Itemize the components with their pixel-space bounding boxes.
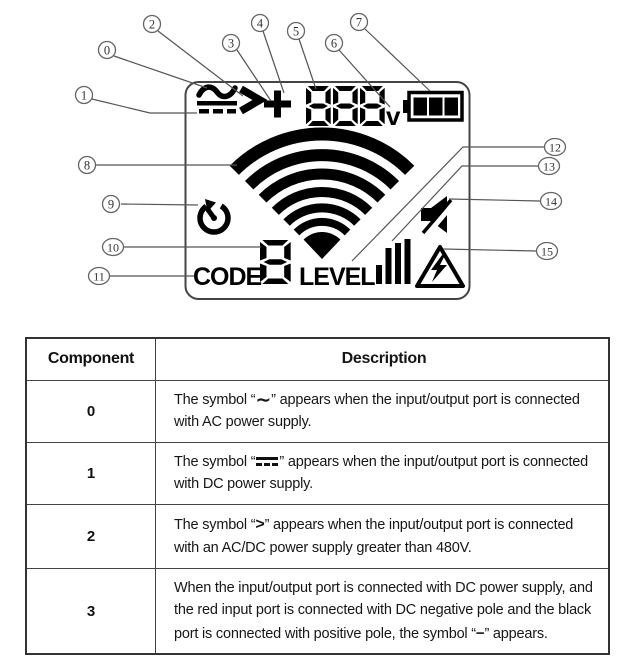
svg-text:8: 8: [84, 159, 90, 173]
callout-12: 12: [543, 137, 567, 157]
table-row-description: When the input/output port is connected …: [155, 567, 608, 654]
callout-4: 4: [250, 13, 270, 33]
minus-symbol: −: [475, 624, 485, 642]
svg-text:2: 2: [149, 18, 155, 32]
callout-8: 8: [77, 155, 97, 175]
svg-text:13: 13: [543, 160, 555, 174]
lcd-diagram-svg: v CODE LEVEL: [74, 12, 567, 300]
svg-text:15: 15: [541, 245, 553, 259]
callout-11: 11: [87, 266, 111, 286]
greater-than-icon: [239, 85, 268, 115]
dc-symbol: [255, 455, 279, 468]
high-voltage-warning-icon: [415, 245, 465, 288]
callout-10: 10: [101, 237, 125, 257]
svg-text:7: 7: [356, 16, 362, 30]
table-row-component: 2: [27, 503, 155, 568]
volt-unit: v: [386, 101, 401, 131]
callout-13: 13: [537, 156, 561, 176]
callout-bubbles: 0 1 2 3 4 5 6 7 8 9 10 11 12 13 14 15: [74, 12, 567, 286]
svg-text:10: 10: [107, 241, 119, 255]
gt-symbol: >: [255, 515, 265, 533]
ac-symbol: ∼: [255, 388, 272, 411]
ac-wave-icon: [196, 84, 238, 100]
svg-text:12: 12: [549, 141, 561, 155]
mute-icon: [421, 196, 456, 238]
dc-line-icon: [197, 101, 237, 114]
callout-9: 9: [101, 194, 121, 214]
callout-5: 5: [286, 21, 306, 41]
lcd-diagram: v CODE LEVEL: [74, 12, 567, 300]
level-label: LEVEL: [299, 263, 375, 291]
callout-1: 1: [74, 85, 94, 105]
svg-text:14: 14: [545, 195, 557, 209]
svg-text:1: 1: [81, 89, 87, 103]
code-label: CODE: [193, 263, 262, 291]
callout-0: 0: [97, 40, 117, 60]
callout-6: 6: [324, 33, 344, 53]
table-row-component: 0: [27, 379, 155, 442]
table-row-component: 3: [27, 567, 155, 653]
callout-2: 2: [142, 14, 162, 34]
auto-power-off-icon: [197, 199, 231, 235]
signal-fan-icon: [229, 127, 415, 259]
battery-icon: [403, 90, 464, 122]
callout-3: 3: [221, 33, 241, 53]
svg-text:5: 5: [293, 25, 299, 39]
svg-text:3: 3: [228, 37, 234, 51]
table-row-description: The symbol “∼” appears when the input/ou…: [155, 379, 608, 442]
callout-14: 14: [539, 191, 563, 211]
table-header-component: Component: [47, 350, 135, 367]
table-row-description: The symbol “>” appears when the input/ou…: [155, 503, 608, 568]
svg-text:9: 9: [108, 198, 114, 212]
table-row-description: The symbol “” appears when the input/out…: [155, 441, 608, 504]
callout-7: 7: [349, 12, 369, 32]
svg-text:11: 11: [93, 270, 105, 284]
plus-icon: [264, 90, 291, 118]
svg-text:4: 4: [257, 17, 264, 31]
svg-text:6: 6: [331, 37, 337, 51]
level-bars-icon: [376, 239, 411, 284]
callout-15: 15: [535, 241, 559, 261]
svg-text:0: 0: [104, 44, 110, 58]
table-row-component: 1: [27, 441, 155, 504]
table-header-description: Description: [155, 339, 608, 380]
callout-lines: [91, 28, 545, 277]
